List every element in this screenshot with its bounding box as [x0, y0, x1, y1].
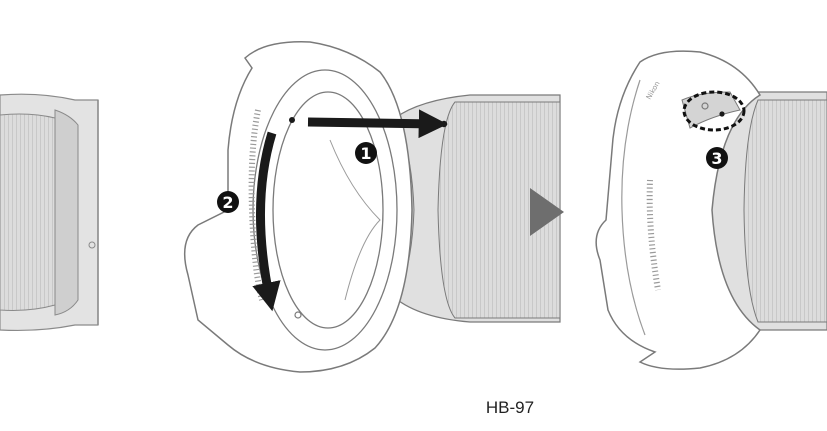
step-1-badge: 1	[355, 142, 377, 164]
panel-3-lens	[697, 91, 827, 331]
rotate-arrow	[252, 131, 281, 312]
alignment-highlight	[682, 90, 746, 132]
panel-1-lens	[0, 0, 99, 332]
align-arrow	[307, 109, 448, 139]
step-3-label: 3	[711, 149, 722, 168]
hood-index-dot	[289, 117, 295, 123]
model-caption: HB-97	[485, 398, 535, 417]
panel-3-attached: Nikon 3	[595, 50, 827, 370]
next-step-arrow-icon	[530, 188, 564, 236]
hood-lock-dot	[294, 311, 302, 319]
step-2-badge: 2	[217, 191, 239, 213]
lens-index-dot	[440, 120, 448, 128]
panel-2-attach: 1 2	[183, 41, 561, 373]
step-2-label: 2	[222, 193, 233, 212]
step-1-label: 1	[360, 144, 371, 163]
step-3-badge: 3	[706, 147, 728, 169]
